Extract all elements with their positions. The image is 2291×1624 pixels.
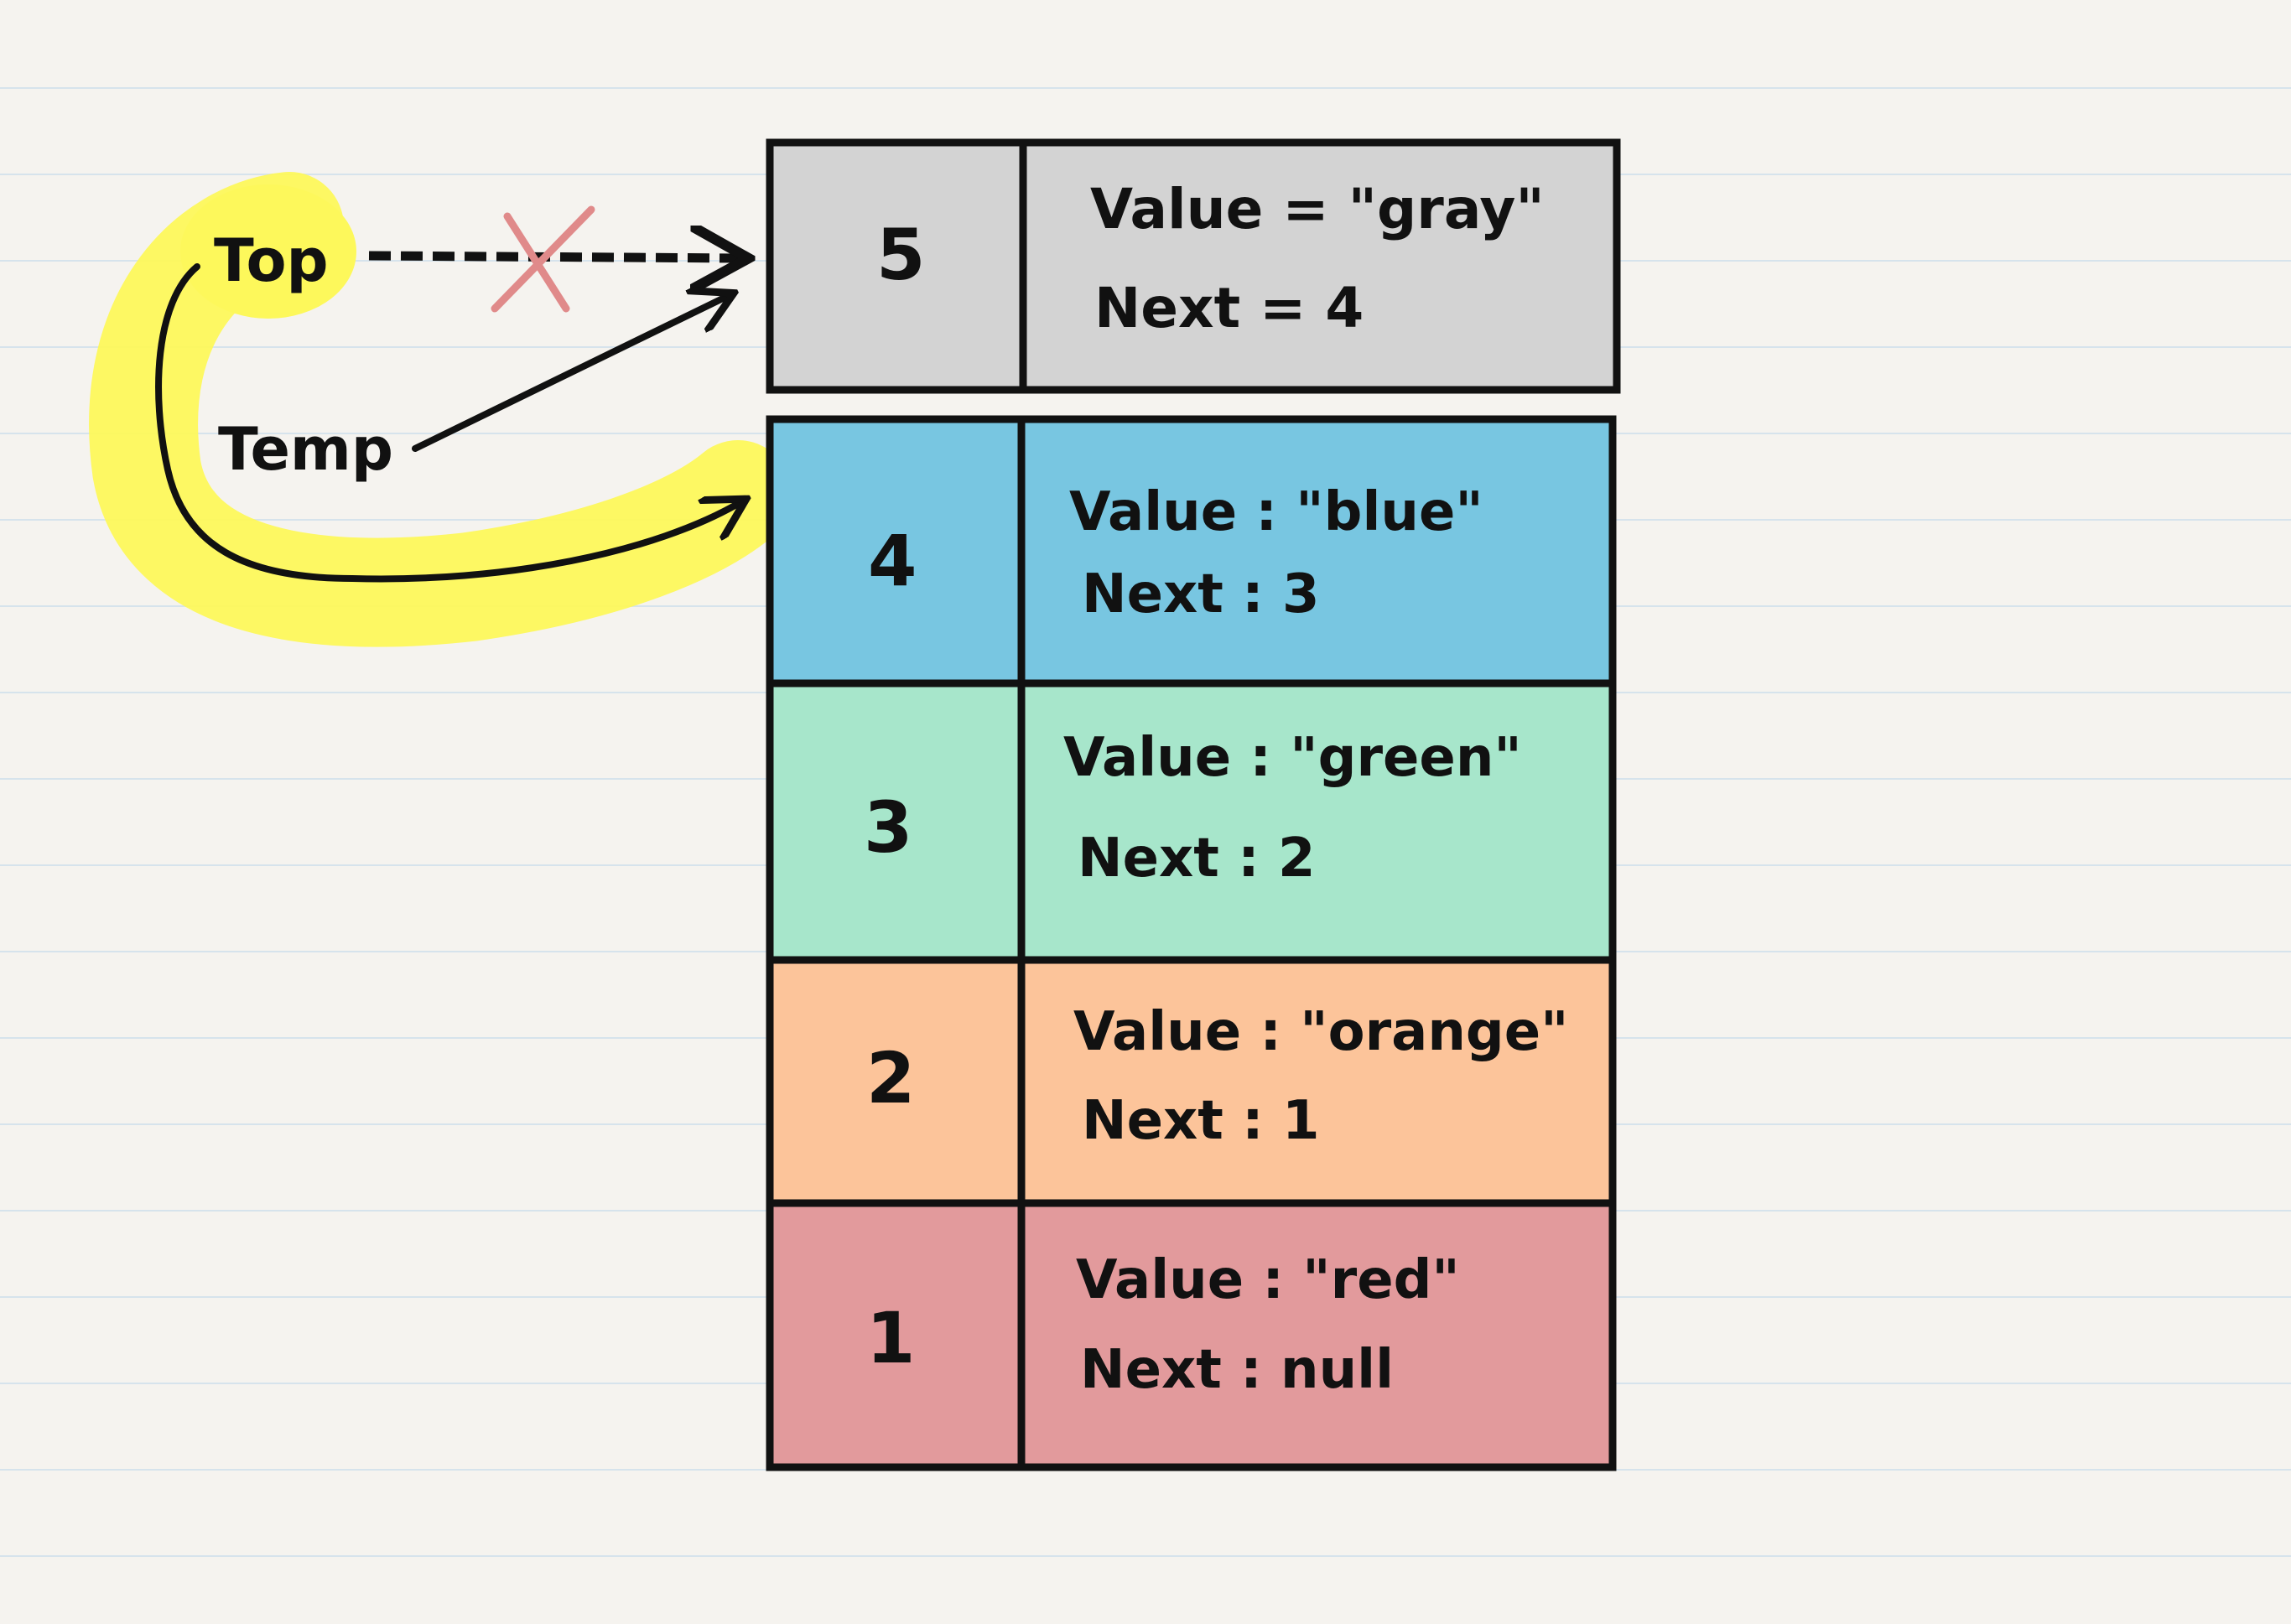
node-4-id: 4 [868,520,917,602]
node-5-box [766,138,1621,394]
node-2-id: 2 [866,1037,915,1119]
node-3-next: Next : 2 [1078,828,1316,890]
highlight-blob-top [180,184,356,319]
node-4-next: Next : 3 [1082,563,1320,625]
highlight-stroke [89,172,792,647]
node-1-next: Next : null [1080,1339,1394,1401]
node-removed: 5 Value = "gray" Next = 4 [766,138,1621,394]
stack-outline [766,415,1617,1471]
cross-out-icon [491,205,595,313]
node-2-value: Value : "orange" [1073,1001,1568,1063]
stack-table: 4 Value : "blue" Next : 3 3 Value : "gre… [766,415,1617,1471]
temp-label: Temp [218,415,393,484]
node-2-box [770,960,1613,1203]
top-label: Top [214,226,329,295]
node-3-value: Value : "green" [1063,727,1522,789]
node-1-id: 1 [866,1297,915,1379]
node-5-id: 5 [876,214,925,296]
old-top-pointer-arrow [368,256,742,258]
node-3-id: 3 [864,786,912,869]
new-top-pointer-arrow [155,263,742,583]
node-4-value: Value : "blue" [1069,481,1483,543]
temp-pointer-arrow [412,295,730,452]
node-1-value: Value : "red" [1076,1249,1460,1311]
node-4-box [770,419,1613,683]
node-5-next: Next = 4 [1094,276,1364,340]
node-3-box [770,683,1613,960]
node-2-next: Next : 1 [1082,1090,1320,1152]
node-5-value: Value = "gray" [1090,177,1545,241]
node-1-box [770,1203,1613,1467]
